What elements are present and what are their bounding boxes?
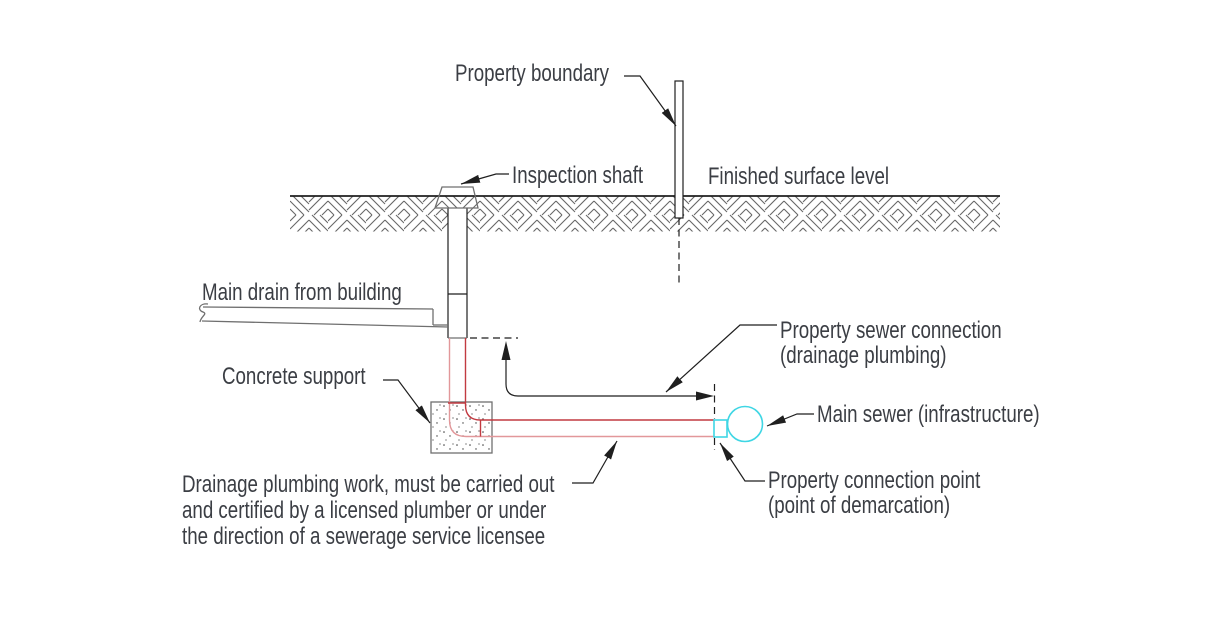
label-drainage-note-line1: Drainage plumbing work, must be carried …: [182, 471, 555, 498]
boundary-post: [674, 80, 684, 284]
label-inspection-shaft: Inspection shaft: [512, 162, 644, 189]
property-connection-point-leader: [719, 442, 765, 482]
label-concrete-support: Concrete support: [222, 363, 366, 390]
label-main-sewer: Main sewer (infrastructure): [817, 401, 1040, 428]
property-boundary-leader: [624, 75, 677, 127]
note-leader: [572, 440, 618, 484]
label-property-connection-point: Property connection point (point of dema…: [768, 468, 980, 518]
main-drain-pipe: [198, 303, 449, 328]
label-property-sewer-connection-line1: Property sewer connection: [780, 317, 1002, 344]
label-drainage-note-line2: and certified by a licensed plumber or u…: [182, 497, 547, 524]
inspection-shaft-cap: [434, 186, 479, 209]
main-sewer-leader: [766, 413, 814, 427]
label-property-sewer-connection: Property sewer connection (drainage plum…: [780, 318, 1002, 368]
connection-stub: [713, 419, 728, 438]
label-property-connection-point-line2: (point of demarcation): [768, 492, 951, 519]
property-sewer-connection-leader: [665, 324, 777, 393]
inspection-shaft-leader: [460, 173, 509, 185]
main-sewer-circle: [726, 405, 764, 443]
sewer-connection-extent: [470, 337, 714, 401]
concrete-support-block: [430, 401, 493, 454]
main-sewer: [713, 384, 764, 450]
ground-hatch: [290, 195, 1000, 232]
pipe-break-symbol: [198, 303, 209, 323]
drainage-pipe-red: [448, 338, 714, 438]
label-property-sewer-connection-line2: (drainage plumbing): [780, 342, 947, 369]
label-property-boundary: Property boundary: [455, 60, 610, 87]
concrete-support-leader: [383, 379, 431, 424]
label-drainage-note-line3: the direction of a sewerage service lice…: [182, 523, 546, 550]
label-drainage-note: Drainage plumbing work, must be carried …: [182, 472, 554, 550]
label-main-drain: Main drain from building: [202, 279, 402, 306]
label-property-connection-point-line1: Property connection point: [768, 467, 981, 494]
inspection-shaft: [434, 186, 479, 339]
leader-lines: [383, 75, 814, 484]
label-finished-surface-level: Finished surface level: [708, 163, 890, 190]
